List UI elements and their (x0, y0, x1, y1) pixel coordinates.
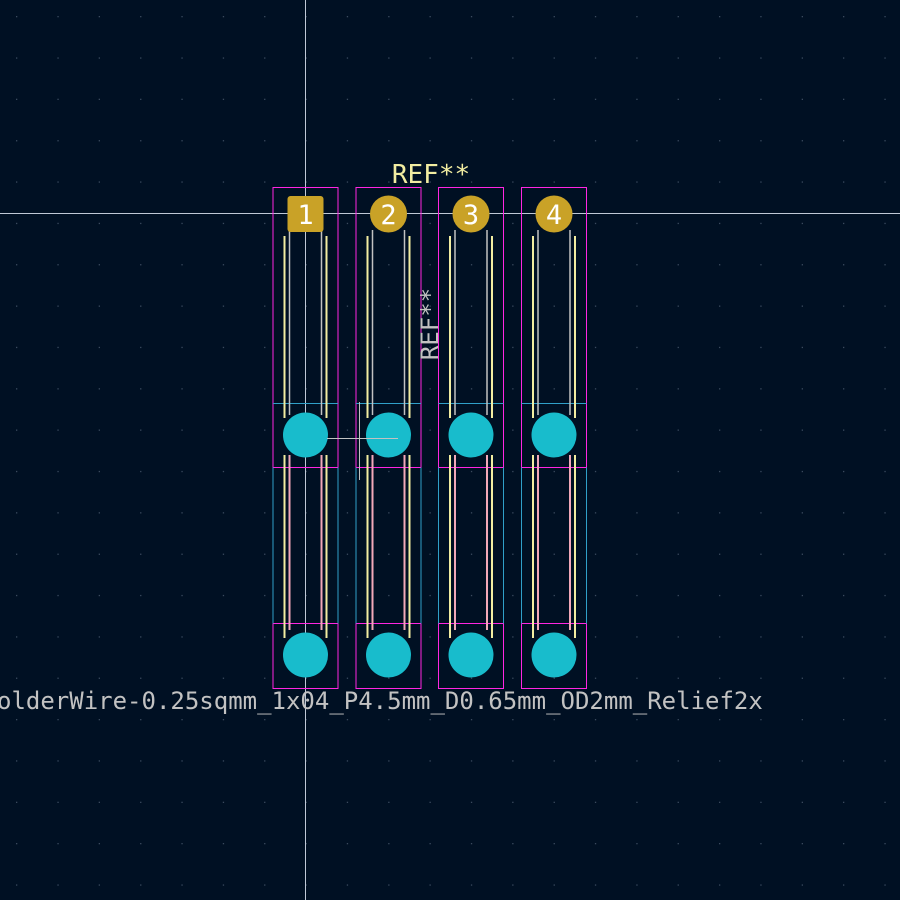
through-hole-pad[interactable] (283, 632, 328, 678)
through-hole-pad[interactable] (448, 632, 494, 678)
grid-dots (16, 16, 886, 886)
through-hole-pad[interactable] (366, 412, 411, 458)
through-hole-pad[interactable] (531, 412, 577, 458)
pad-number: 3 (463, 200, 479, 231)
circle-pad-icon[interactable] (535, 195, 573, 233)
pad-number: 4 (546, 200, 562, 231)
pad-column[interactable]: 4 (521, 187, 587, 689)
through-hole-pad[interactable] (448, 412, 494, 458)
reference-designator-top[interactable]: REF** (392, 160, 470, 190)
courtyard-outline (438, 187, 504, 689)
footprint-value-text[interactable]: olderWire-0.25sqmm_1x04_P4.5mm_D0.65mm_O… (0, 687, 763, 715)
pad-number: 1 (297, 200, 313, 231)
pad-number: 2 (380, 200, 396, 231)
reference-designator-fab[interactable]: REF** (416, 288, 444, 360)
through-hole-pad[interactable] (366, 632, 411, 678)
circle-pad-icon[interactable] (370, 195, 407, 233)
pad-column[interactable]: 2 (355, 187, 422, 689)
pad-column[interactable]: 3 (438, 187, 504, 689)
circle-pad-icon[interactable] (452, 195, 490, 233)
through-hole-pad[interactable] (531, 632, 577, 678)
through-hole-pad[interactable] (283, 412, 328, 458)
square-pad-icon[interactable] (287, 196, 324, 232)
courtyard-outline (521, 187, 587, 689)
footprint[interactable]: 1 2 3 4 (272, 187, 587, 689)
